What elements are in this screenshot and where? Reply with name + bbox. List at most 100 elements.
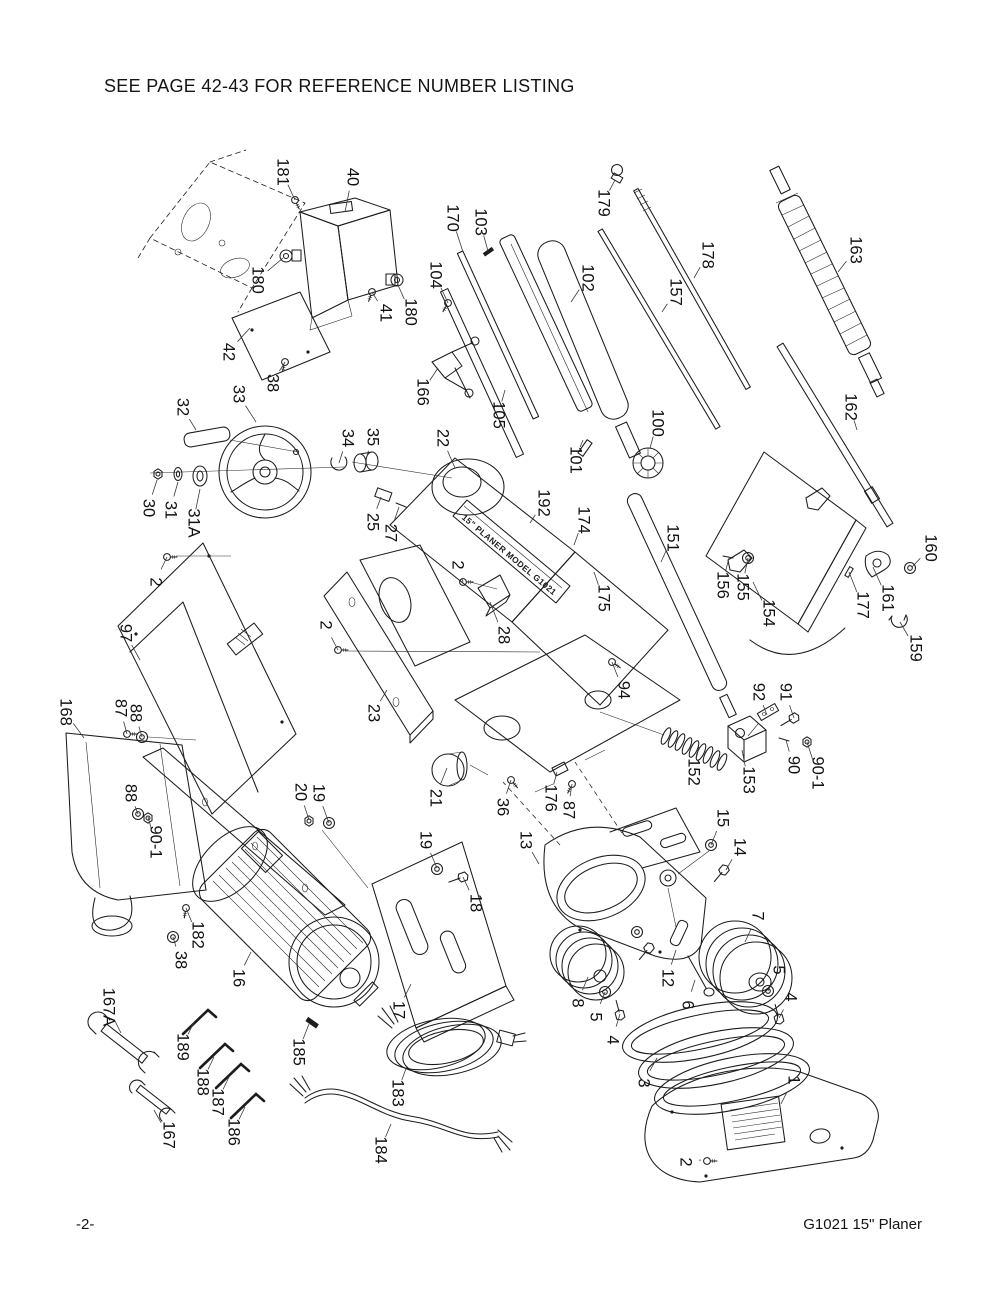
part-label-181: 181 — [273, 158, 292, 186]
part-label-176: 176 — [541, 784, 560, 812]
part-label-31: 31 — [161, 500, 180, 520]
part-label-183: 183 — [388, 1079, 407, 1107]
part-label-28: 28 — [494, 625, 513, 645]
part-label-8: 8 — [568, 998, 587, 1008]
part-label-101: 101 — [566, 446, 585, 474]
part-label-185: 185 — [289, 1038, 308, 1066]
dust-hood — [65, 730, 346, 944]
page-number: -2- — [76, 1216, 95, 1233]
belt-drive — [549, 838, 879, 1183]
part-label-36: 36 — [493, 797, 512, 817]
part-label-38: 38 — [171, 950, 190, 970]
part-label-100: 100 — [648, 409, 667, 437]
part-label-174: 174 — [574, 506, 593, 534]
part-label-159: 159 — [906, 634, 925, 662]
part-label-15: 15 — [713, 808, 732, 828]
part-label-88: 88 — [121, 783, 140, 803]
table-assembly — [626, 451, 917, 719]
part-label-17: 17 — [389, 1000, 408, 1020]
part-label-168: 168 — [56, 698, 75, 726]
part-label-192: 192 — [534, 489, 553, 517]
chip-guard-dashed — [137, 149, 306, 313]
header-note: SEE PAGE 42-43 FOR REFERENCE NUMBER LIST… — [104, 76, 575, 96]
part-label-186: 186 — [224, 1118, 243, 1146]
part-label-30: 30 — [139, 498, 158, 518]
leader-lines — [72, 179, 921, 1161]
part-label-167: 167 — [159, 1121, 178, 1149]
part-label-2: 2 — [316, 620, 335, 630]
part-label-178: 178 — [698, 241, 717, 269]
part-label-4: 4 — [603, 1035, 622, 1045]
tension-lever — [431, 336, 480, 399]
part-label-7: 7 — [748, 911, 767, 921]
part-label-156: 156 — [713, 571, 732, 599]
part-label-23: 23 — [364, 703, 383, 723]
part-label-32: 32 — [173, 397, 192, 417]
part-label-27: 27 — [381, 523, 400, 543]
part-label-97: 97 — [116, 623, 135, 643]
part-label-90-1: 90-1 — [146, 825, 165, 859]
part-label-177: 177 — [853, 591, 872, 619]
power-cords — [289, 1005, 527, 1153]
part-label-33: 33 — [229, 384, 248, 404]
part-label-35: 35 — [363, 427, 382, 447]
part-label-90-1: 90-1 — [808, 756, 827, 790]
part-label-90: 90 — [784, 755, 803, 775]
part-label-152: 152 — [684, 758, 703, 786]
part-label-157: 157 — [666, 278, 685, 306]
part-label-38: 38 — [263, 373, 282, 393]
part-label-155: 155 — [733, 573, 752, 601]
part-label-153: 153 — [739, 766, 758, 794]
part-label-154: 154 — [759, 599, 778, 627]
part-label-2: 2 — [146, 577, 165, 587]
part-label-6: 6 — [678, 1000, 697, 1010]
part-label-40: 40 — [343, 167, 362, 187]
part-label-3: 3 — [634, 1078, 653, 1088]
part-label-162: 162 — [841, 393, 860, 421]
part-label-163: 163 — [846, 236, 865, 264]
part-label-180: 180 — [401, 298, 420, 326]
rods-and-rollers — [597, 163, 894, 528]
part-label-34: 34 — [338, 428, 357, 448]
product-title: G1021 15" Planer — [803, 1216, 922, 1233]
part-label-189: 189 — [173, 1033, 192, 1061]
part-label-2: 2 — [448, 560, 467, 570]
motor — [192, 815, 380, 1029]
part-label-5: 5 — [586, 1012, 605, 1022]
part-label-170: 170 — [443, 204, 462, 232]
part-label-161: 161 — [878, 584, 897, 612]
part-label-41: 41 — [376, 303, 395, 323]
part-label-20: 20 — [291, 782, 310, 802]
cutterhead-group — [439, 234, 664, 479]
part-label-92: 92 — [749, 682, 768, 702]
part-label-184: 184 — [371, 1136, 390, 1164]
part-label-180: 180 — [248, 266, 267, 294]
part-label-88: 88 — [126, 703, 145, 723]
part-label-160: 160 — [921, 534, 940, 562]
part-label-19: 19 — [309, 783, 328, 803]
part-label-18: 18 — [466, 893, 485, 913]
belt-cover-housing — [502, 761, 707, 960]
part-label-187: 187 — [208, 1088, 227, 1116]
part-label-87: 87 — [559, 800, 578, 820]
part-label-16: 16 — [229, 968, 248, 988]
part-label-21: 21 — [426, 788, 445, 808]
part-label-4: 4 — [781, 992, 800, 1002]
part-label-1: 1 — [784, 1075, 803, 1085]
side-panel — [117, 542, 297, 815]
part-label-5: 5 — [769, 965, 788, 975]
nameplate-text: 15" PLANER MODEL G1021 — [460, 512, 559, 597]
part-label-166: 166 — [413, 378, 432, 406]
part-label-14: 14 — [730, 837, 749, 857]
part-label-19: 19 — [416, 830, 435, 850]
part-label-22: 22 — [433, 428, 452, 448]
part-label-12: 12 — [658, 968, 677, 988]
part-label-105: 105 — [489, 401, 508, 429]
tools — [87, 1008, 266, 1122]
part-label-102: 102 — [578, 264, 597, 292]
part-label-13: 13 — [516, 830, 535, 850]
part-label-42: 42 — [219, 342, 238, 362]
part-label-104: 104 — [426, 261, 445, 289]
